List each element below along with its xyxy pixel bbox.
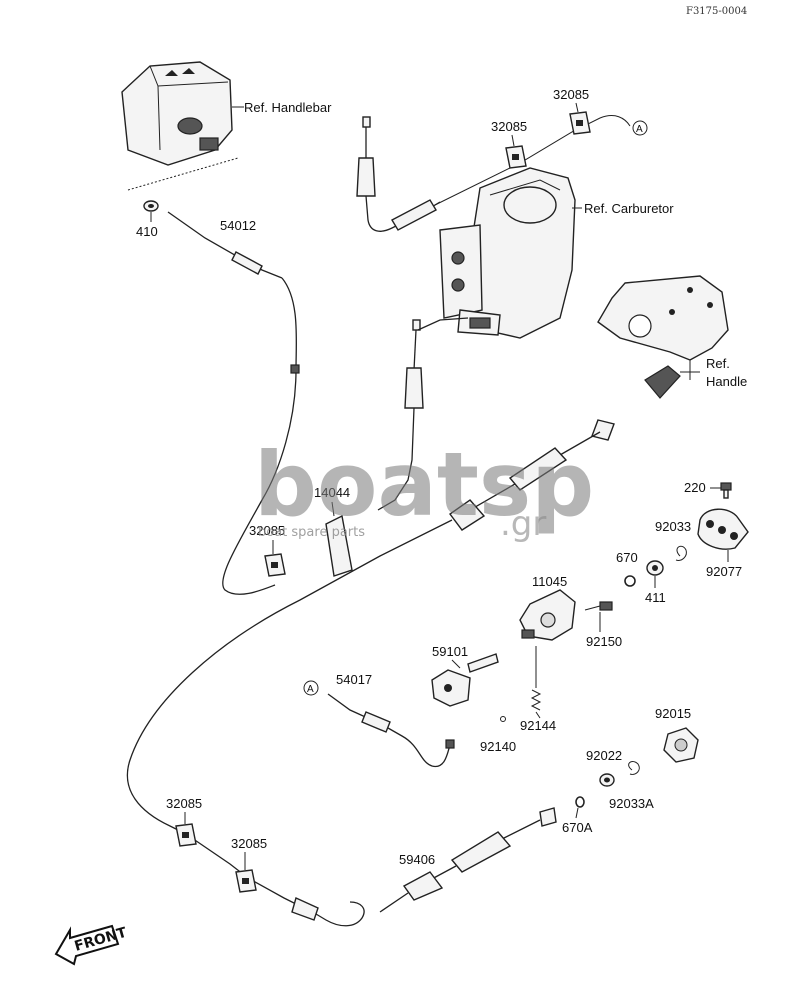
watermark-tld: .gr	[500, 504, 546, 544]
label-220: 220	[684, 480, 706, 495]
marker-a-mid-text: A	[307, 684, 314, 695]
label-32085-low-2: 32085	[231, 836, 267, 851]
label-54017: 54017	[336, 672, 372, 687]
clip-32085-low-1	[175, 823, 197, 847]
marker-a-mid: A	[303, 680, 319, 696]
oring-670A	[575, 796, 585, 808]
washer-92022	[599, 773, 615, 787]
handle-bracket-illustration	[597, 275, 729, 399]
bolt-92150	[584, 601, 613, 611]
marker-a-top: A	[632, 120, 648, 136]
lever-59101	[431, 653, 499, 707]
label-92140: 92140	[480, 739, 516, 754]
label-92077: 92077	[706, 564, 742, 579]
oring-670	[624, 575, 636, 587]
label-32085-low-1: 32085	[166, 796, 202, 811]
label-59101: 59101	[432, 644, 468, 659]
grommet-14044	[325, 514, 353, 577]
clip-32085-mid	[264, 553, 286, 577]
steering-cable-59406	[379, 807, 557, 913]
bracket-11045	[519, 589, 576, 641]
label-410: 410	[136, 224, 158, 239]
watermark-logo: boatsp	[254, 433, 594, 536]
carburetor-illustration	[439, 167, 576, 339]
label-32085-top-1: 32085	[491, 119, 527, 134]
label-59406: 59406	[399, 852, 435, 867]
spring-92144	[530, 689, 542, 711]
label-670A: 670A	[562, 820, 593, 835]
watermark-tagline: boat spare parts	[258, 525, 365, 540]
clip-32085-top-2	[569, 111, 591, 135]
clip-32085-top-1	[505, 145, 527, 169]
label-670: 670	[616, 550, 638, 565]
plate-92077	[697, 508, 749, 550]
circlip-92033	[675, 545, 687, 561]
throttle-cable-54012	[167, 211, 300, 595]
label-54012: 54012	[220, 218, 256, 233]
nut-92015	[663, 727, 699, 763]
label-92022: 92022	[586, 748, 622, 763]
front-arrow-icon: FRONT	[54, 925, 129, 966]
ref-carburetor: Ref. Carburetor	[584, 201, 674, 216]
label-92033: 92033	[655, 519, 691, 534]
label-92150: 92150	[586, 634, 622, 649]
label-92144: 92144	[520, 718, 556, 733]
label-14044: 14044	[314, 485, 350, 500]
ref-handle-line1: Ref.	[706, 356, 730, 371]
screw-220	[720, 482, 732, 499]
label-92033A: 92033A	[609, 796, 654, 811]
circlip-92033A	[628, 761, 640, 775]
label-32085-top-2: 32085	[553, 87, 589, 102]
steering-cable-upper-end	[449, 419, 615, 531]
washer-411	[646, 560, 664, 576]
label-32085-mid: 32085	[249, 523, 285, 538]
watermark: boatsp .gr boat spare parts	[254, 433, 594, 544]
ref-handle-line2: Handle	[706, 374, 747, 389]
washer-410	[143, 200, 159, 212]
label-92015: 92015	[655, 706, 691, 721]
carburetor-upper-cable	[356, 116, 441, 232]
ref-handlebar: Ref. Handlebar	[244, 100, 332, 115]
label-11045: 11045	[532, 574, 567, 589]
choke-cable	[377, 317, 469, 511]
diagram-code: F3175-0004	[686, 6, 747, 17]
cable-54017	[327, 693, 455, 768]
pin-92140	[500, 716, 506, 722]
handlebar-housing-illustration	[121, 61, 233, 166]
label-411: 411	[645, 590, 666, 605]
clip-32085-low-2	[235, 869, 257, 893]
marker-a-top-text: A	[636, 124, 643, 135]
